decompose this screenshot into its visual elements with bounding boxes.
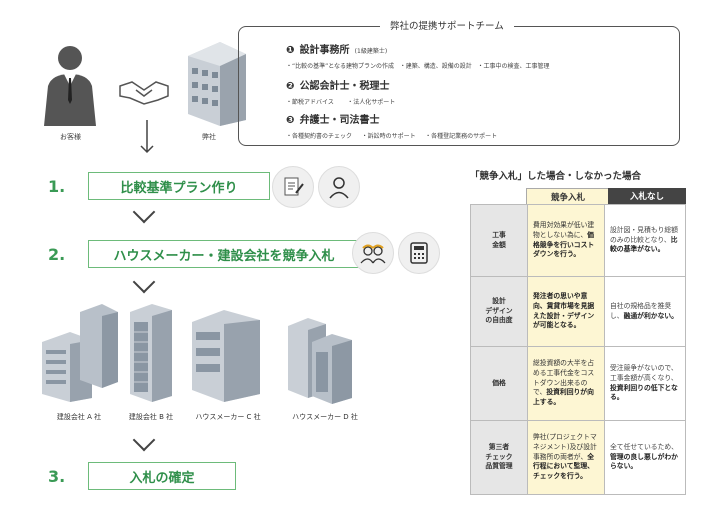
step-label: ハウスメーカー・建設会社を競争入札 xyxy=(88,240,360,268)
building-c-illustration xyxy=(190,304,262,406)
consultant-icon xyxy=(318,166,360,208)
col-header-yes-label: 競争入札 xyxy=(550,193,585,203)
support-team-title: 弊社の提携サポートチーム xyxy=(380,18,514,32)
service-item: ・各種契約書のチェック xyxy=(286,133,353,140)
step-label: 入札の確定 xyxy=(88,462,236,490)
cell-text: 費用対効果が低い建物としない為に、 xyxy=(533,220,595,239)
cell-bold-text: 管理の良し悪しがわからない。 xyxy=(610,452,678,471)
row-header: 工事 金額 xyxy=(470,204,528,277)
calculator-icon xyxy=(398,232,440,274)
building-b-illustration xyxy=(128,300,174,408)
customer-illustration xyxy=(40,42,100,130)
member-number: ❷ xyxy=(286,81,295,92)
cell-text: 総投資額の大半を占める工事代金をコストダウン出来るので、 xyxy=(533,358,595,397)
cell-text: 弊社(プロジェクトマネジメント)及び設計事務所の両者が、 xyxy=(533,432,597,461)
step-number: 1. xyxy=(48,176,66,196)
row-header: 価格 xyxy=(470,346,528,421)
table-row: 設計 デザイン の自由度 発注者の思いや意向、賃貸市場を見据えた設計・デザインが… xyxy=(470,276,686,347)
chevron-down-icon xyxy=(132,200,156,224)
cell-no: 自社の規格品を推奨し、融通が利かない。 xyxy=(604,276,686,347)
company-building-illustration xyxy=(180,34,252,130)
cell-yes: 発注者の思いや意向、賃貸市場を見据えた設計・デザインが可能となる。 xyxy=(527,276,605,347)
customer-label: お客様 xyxy=(60,133,81,141)
comparison-title: 「競争入札」した場合・しなかった場合 xyxy=(470,171,642,182)
col-header-no: 入札なし xyxy=(608,188,686,204)
step-label: 比較基準プラン作り xyxy=(88,172,270,200)
service-item: ・建築、構造、設備の設計 xyxy=(399,63,472,70)
cell-bold-text: 発注者の思いや意向、賃貸市場を見据えた設計・デザインが可能となる。 xyxy=(533,291,595,330)
cell-text: 自社の規格品を推奨し、 xyxy=(610,301,672,320)
service-item: ・“比較の基準”となる建物プランの作成 xyxy=(286,63,395,70)
team-member-2: ❷ 公認会計士・税理士 ・節税アドバイス ・法人化サポート xyxy=(286,74,395,106)
cell-bold-text: 投資利回りの低下となる。 xyxy=(610,383,678,402)
step-number: 3. xyxy=(48,466,66,486)
member-name: 公認会計士・税理士 xyxy=(299,81,390,92)
member-name: 設計事務所 xyxy=(299,45,350,56)
cell-bold-text: 比較の基準がない。 xyxy=(610,235,678,254)
cell-yes: 弊社(プロジェクトマネジメント)及び設計事務所の両者が、全行程において監理、チェ… xyxy=(527,420,605,495)
cell-text: 全て任せているため、 xyxy=(610,442,678,451)
member-number: ❸ xyxy=(286,115,295,126)
cell-yes: 費用対効果が低い建物としない為に、価格競争を行いコストダウンを行う。 xyxy=(527,204,605,277)
building-label: 建設会社 A 社 xyxy=(56,413,102,421)
table-row: 工事 金額 費用対効果が低い建物としない為に、価格競争を行いコストダウンを行う。… xyxy=(470,204,686,277)
cell-text: 設計図・見積もり総額のみの比較となり、 xyxy=(610,225,678,244)
service-item: ・訴訟時のサポート xyxy=(361,133,416,140)
service-item: ・工事中の検査、工事管理 xyxy=(477,63,550,70)
step-1: 1. 比較基準プラン作り xyxy=(48,172,270,200)
building-d-illustration xyxy=(286,312,356,408)
handshake-icon xyxy=(118,76,170,110)
cell-text: 受注競争がないので、工事金額が高くなり、 xyxy=(610,363,678,382)
company-label: 弊社 xyxy=(202,133,216,141)
team-member-1: ❶ 設計事務所 (1級建築士) ・“比較の基準”となる建物プランの作成 ・建築、… xyxy=(286,38,550,70)
member-note: (1級建築士) xyxy=(354,48,388,55)
service-item: ・各種登記業務のサポート xyxy=(425,133,498,140)
table-row: 第三者 チェック 品質管理 弊社(プロジェクトマネジメント)及び設計事務所の両者… xyxy=(470,420,686,495)
comparison-table-wrap: 工事 金額 費用対効果が低い建物としない為に、価格競争を行いコストダウンを行う。… xyxy=(470,204,686,495)
cell-no: 設計図・見積もり総額のみの比較となり、比較の基準がない。 xyxy=(604,204,686,277)
team-member-3: ❸ 弁護士・司法書士 ・各種契約書のチェック ・訴訟時のサポート ・各種登記業務… xyxy=(286,108,497,140)
step-number: 2. xyxy=(48,244,66,264)
cell-yes: 総投資額の大半を占める工事代金をコストダウン出来るので、投資利回りが向上する。 xyxy=(527,346,605,421)
member-number: ❶ xyxy=(286,45,295,56)
service-item: ・節税アドバイス xyxy=(286,99,334,106)
building-label: ハウスメーカー D 社 xyxy=(292,413,358,421)
col-header-no-label: 入札なし xyxy=(629,192,664,202)
cell-no: 全て任せているため、管理の良し悪しがわからない。 xyxy=(604,420,686,495)
building-label: 建設会社 B 社 xyxy=(128,413,174,421)
construction-workers-icon xyxy=(352,232,394,274)
cell-bold-text: 全行程において監理、チェックを行う。 xyxy=(533,452,595,481)
building-label: ハウスメーカー C 社 xyxy=(195,413,261,421)
row-header: 設計 デザイン の自由度 xyxy=(470,276,528,347)
cell-bold-text: 価格競争を行いコストダウンを行う。 xyxy=(533,230,595,259)
document-pen-icon xyxy=(272,166,314,208)
chevron-down-icon xyxy=(132,270,156,294)
member-name: 弁護士・司法書士 xyxy=(299,115,380,126)
cell-no: 受注競争がないので、工事金額が高くなり、投資利回りの低下となる。 xyxy=(604,346,686,421)
cell-bold-text: 投資利回りが向上する。 xyxy=(533,388,594,407)
comparison-table: 工事 金額 費用対効果が低い建物としない為に、価格競争を行いコストダウンを行う。… xyxy=(470,204,686,495)
chevron-down-icon xyxy=(132,428,156,452)
down-arrow-icon xyxy=(140,120,154,158)
row-header: 第三者 チェック 品質管理 xyxy=(470,420,528,495)
table-row: 価格 総投資額の大半を占める工事代金をコストダウン出来るので、投資利回りが向上す… xyxy=(470,346,686,421)
step-2: 2. ハウスメーカー・建設会社を競争入札 xyxy=(48,240,360,268)
cell-bold-text: 融通が利かない。 xyxy=(623,311,678,320)
building-a-illustration xyxy=(40,302,120,406)
step-3: 3. 入札の確定 xyxy=(48,462,236,490)
service-item: ・法人化サポート xyxy=(347,99,396,106)
